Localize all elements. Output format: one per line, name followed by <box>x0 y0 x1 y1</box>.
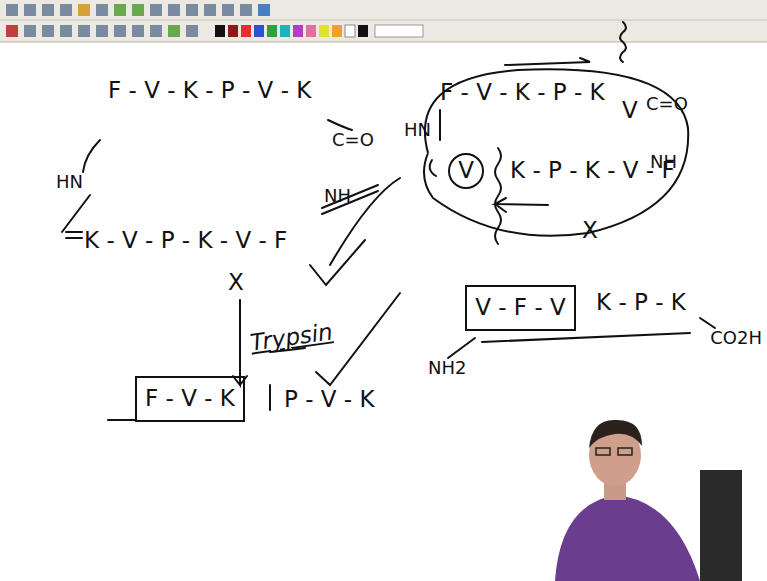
annotation-label: X <box>582 218 598 243</box>
annotation-label: HN <box>56 172 83 192</box>
sequence-text: V - F - V <box>475 295 566 320</box>
sequence-text: F - V - K - P - K <box>440 80 605 105</box>
toolbar-icons <box>6 4 423 37</box>
sequence-text: V <box>458 158 474 183</box>
sequence-text: K - P - K - V - F <box>510 158 675 183</box>
handwritten-strokes <box>62 22 715 420</box>
sequence-text: F - V - K <box>145 386 235 411</box>
toolbar <box>0 0 767 42</box>
annotation-label: K - P - K <box>596 290 686 315</box>
circled-residue: V <box>448 153 484 189</box>
annotation-label: NH <box>324 186 351 206</box>
annotation-label: P - V - K <box>284 387 375 412</box>
annotation-label: X <box>228 270 244 295</box>
sequence-text: C=O <box>646 94 688 114</box>
sequence-text: V <box>622 98 638 123</box>
annotation-label: F - V - K - P - V - K <box>108 78 311 103</box>
enclosing-oval: HNF - V - K - P - KVC=ONHK - P - K - V -… <box>388 58 698 248</box>
boxed-fragment: V - F - V <box>465 285 576 331</box>
sequence-text: HN <box>404 120 431 140</box>
annotation-label: K - V - P - K - V - F <box>84 228 287 253</box>
annotation-label: CO2H <box>710 328 762 348</box>
presenter <box>555 420 742 581</box>
oval-line <box>424 69 688 235</box>
annotation-label: C=O <box>332 130 374 150</box>
annotation-label: NH2 <box>428 358 466 378</box>
boxed-fragment: F - V - K <box>135 376 245 422</box>
circle-line <box>449 154 483 188</box>
